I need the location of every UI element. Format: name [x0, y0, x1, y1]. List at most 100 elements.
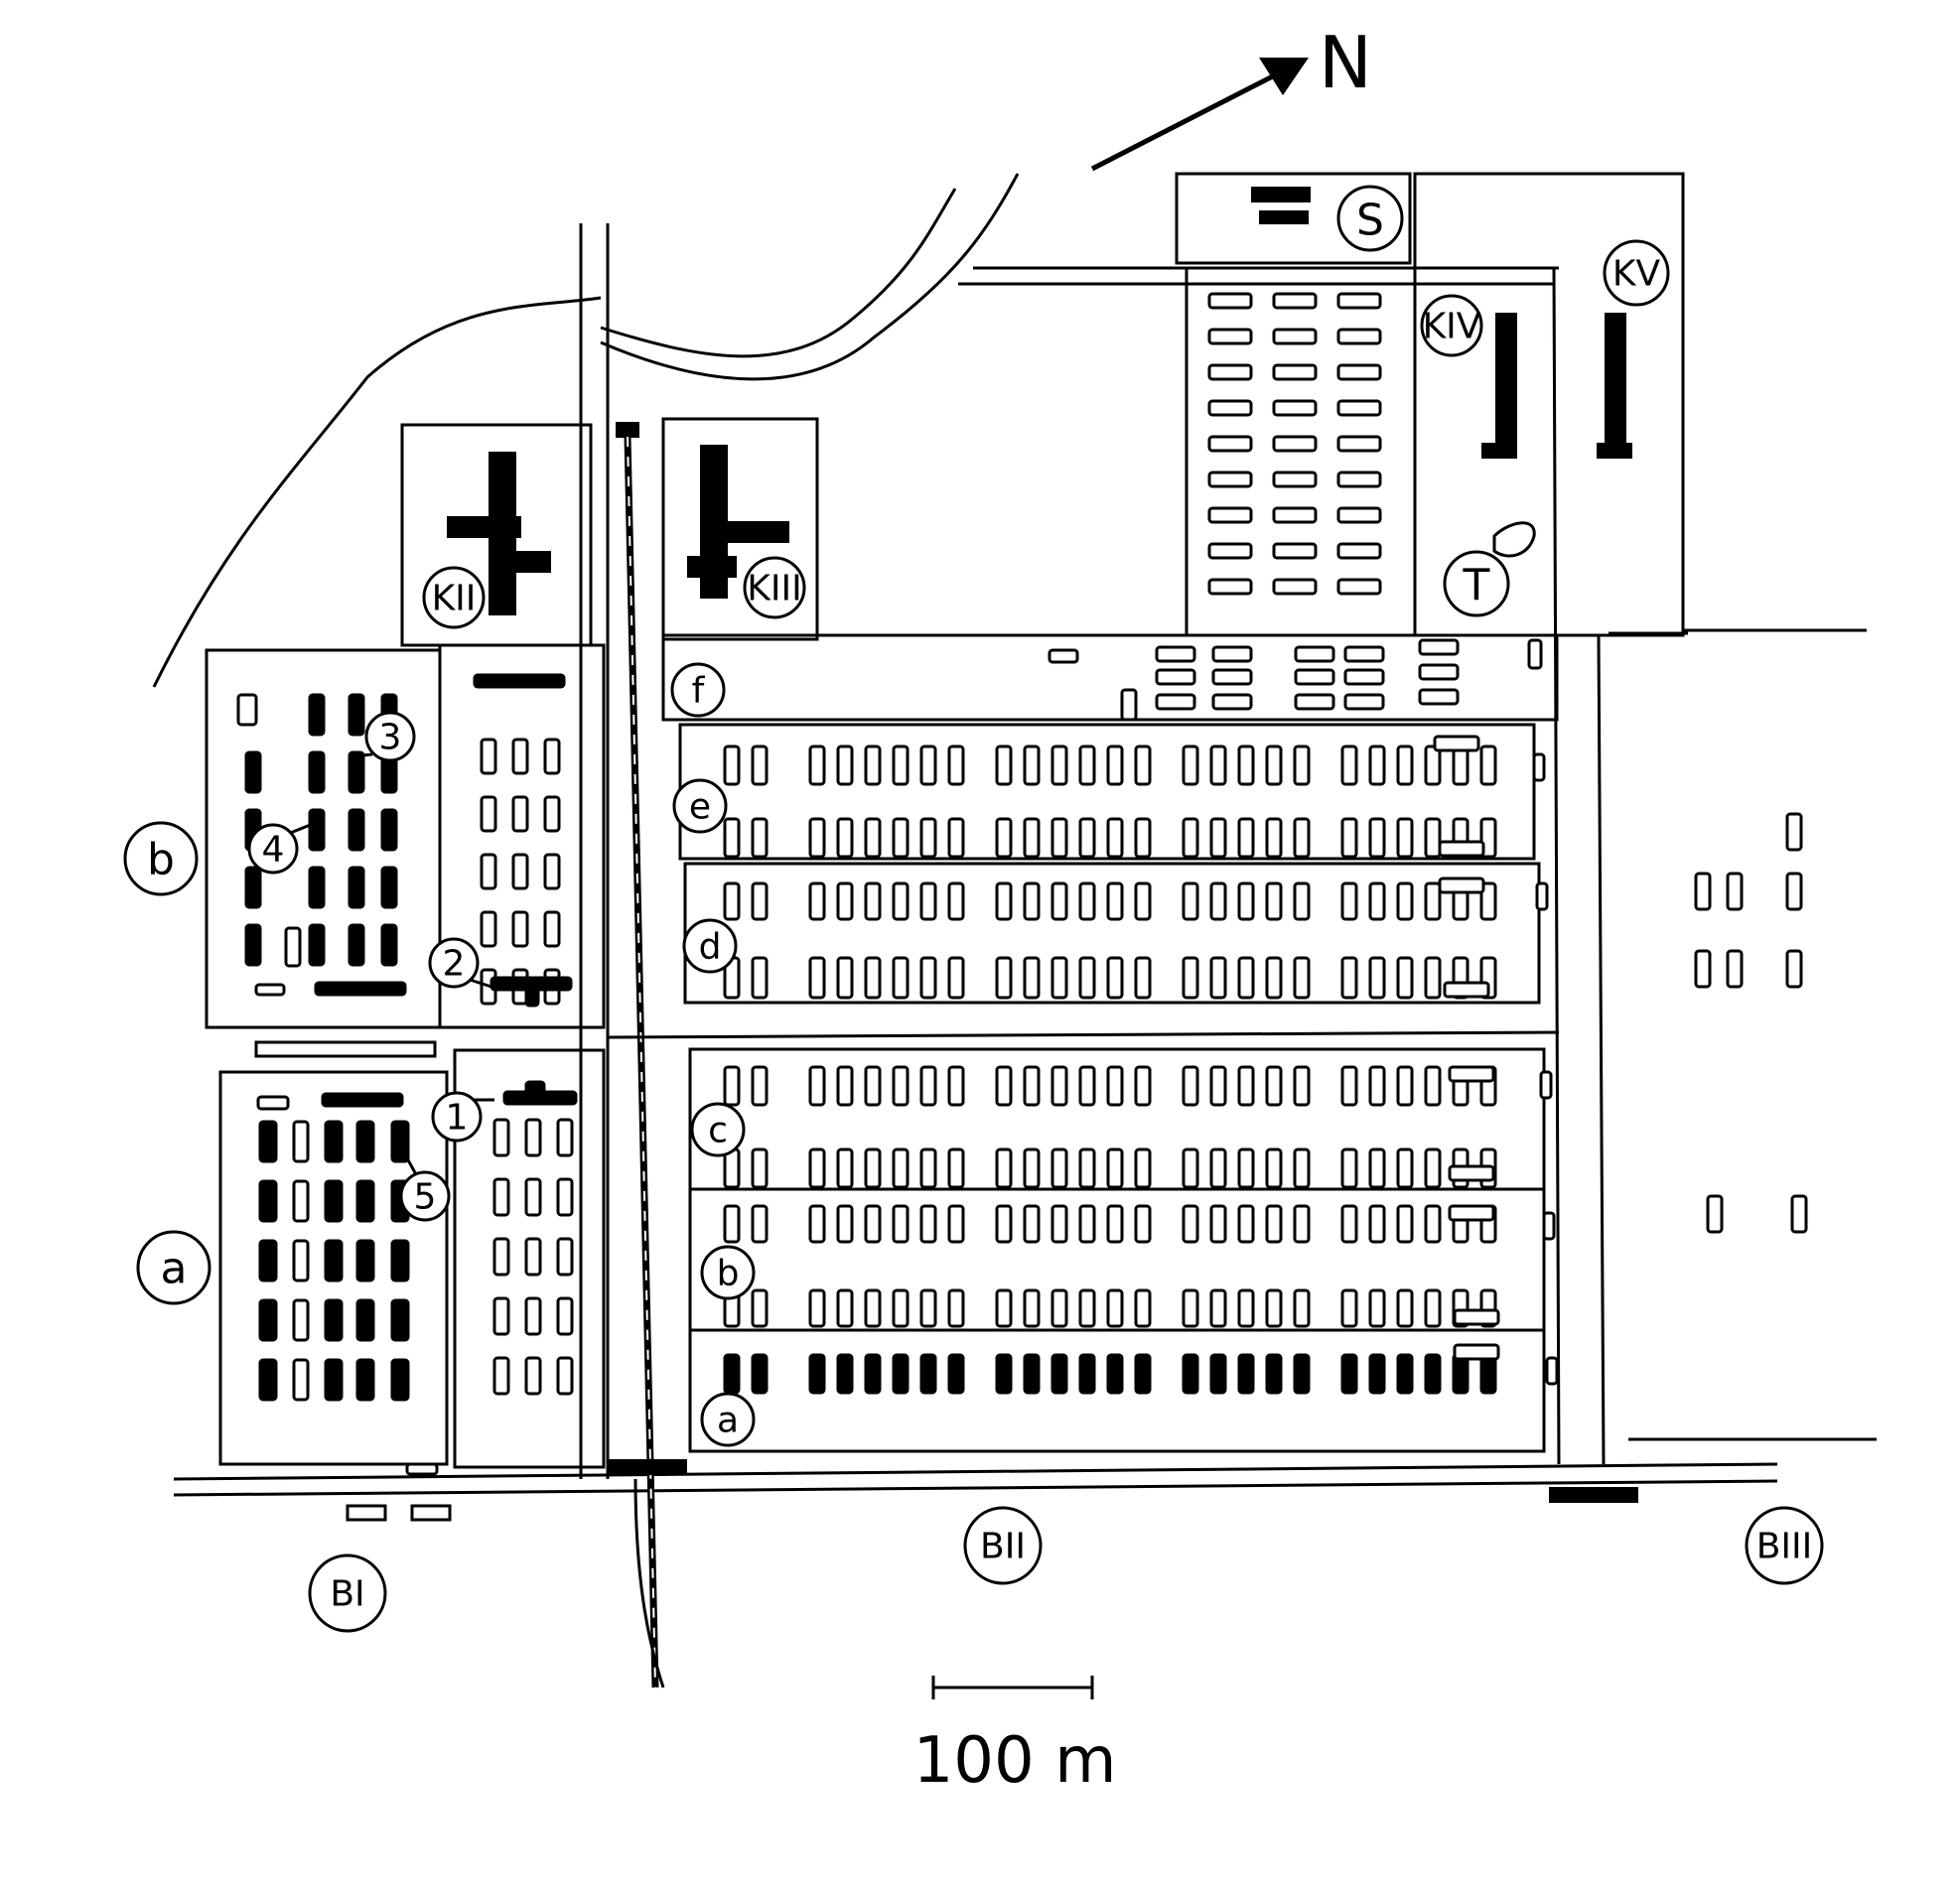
marker-3-label: 3 [379, 718, 402, 758]
bi-b-barrack [244, 866, 262, 909]
bii-barrack [1237, 744, 1255, 786]
bii-barrack [1396, 744, 1414, 786]
bii-barrack [1078, 1288, 1096, 1328]
rail-gate-block [608, 1459, 687, 1475]
bii-barrack [1209, 1288, 1227, 1328]
bii-barrack [1293, 1204, 1311, 1244]
bi-b-barrack [348, 808, 365, 852]
bi-a-east-barrack [492, 1296, 510, 1336]
bii-f-barrack [1155, 693, 1196, 711]
bi-a-barrack [258, 1358, 278, 1402]
bi-b-barrack [244, 923, 262, 967]
bii-barrack [1050, 1353, 1068, 1395]
bii-barrack [836, 1065, 854, 1107]
bii-barrack [1023, 744, 1041, 786]
bii-barrack [995, 1065, 1013, 1107]
river-curves [152, 173, 1020, 688]
crematorium-iv-building-h [1481, 443, 1517, 459]
bii-barrack [751, 1353, 769, 1395]
bii-e-label: e [689, 787, 711, 828]
bi-a-east-fence [453, 1048, 606, 1469]
bii-barrack [1050, 744, 1068, 786]
bii-barrack [1396, 1353, 1414, 1395]
bii-b-label: b [717, 1254, 740, 1294]
bii-barrack [1134, 1065, 1152, 1107]
kanada-barrack [1336, 542, 1382, 560]
bii-barrack [808, 744, 826, 786]
bii-barrack [947, 1353, 965, 1395]
bii-barrack [1293, 1288, 1311, 1328]
bi-a-east-barrack [556, 1237, 574, 1277]
bii-barrack [1293, 956, 1311, 1000]
bi-b-barrack [244, 750, 262, 794]
bii-barrack [1078, 881, 1096, 921]
bi-a-east-barrack [524, 1177, 542, 1217]
facility-t-label: T [1463, 561, 1490, 611]
bii-barrack [864, 1353, 882, 1395]
bii-barrack [836, 817, 854, 859]
bii-barrack [995, 817, 1013, 859]
bii-annex [1438, 840, 1485, 858]
bi-b-barrack [348, 866, 365, 909]
bii-f-fence [661, 633, 1559, 722]
bii-barrack [1452, 1353, 1470, 1395]
bii-barrack [1078, 1353, 1096, 1395]
bii-barrack [919, 817, 937, 859]
bii-barrack [1265, 881, 1283, 921]
bi-b-barrack [348, 923, 365, 967]
bii-barrack [1134, 744, 1152, 786]
bi-b-east-barrack [543, 795, 561, 833]
kanada-barrack [1207, 363, 1253, 381]
bii-barrack [1424, 744, 1442, 786]
bii-barrack [723, 744, 741, 786]
crematorium-iv-marker [1420, 294, 1483, 357]
north-label: N [1319, 21, 1372, 104]
bii-barrack [864, 1065, 882, 1107]
bi-a-barrack-outline [292, 1179, 310, 1223]
bii-barrack [1182, 744, 1199, 786]
bii-barrack [1237, 817, 1255, 859]
kanada-barrack [1272, 542, 1318, 560]
biii-barrack [1785, 949, 1803, 989]
marker-5-label: 5 [414, 1177, 437, 1218]
bii-barrack [1237, 1204, 1255, 1244]
bii-barrack [1134, 1288, 1152, 1328]
bi-b-east-barrack [511, 910, 529, 948]
crematorium-iii-fence [661, 417, 819, 641]
bii-f-barrack [1343, 645, 1385, 663]
crematorium-iii-compound: KIII [661, 417, 819, 641]
kanada-barrack [1272, 292, 1318, 310]
marker-3 [364, 711, 416, 762]
section-bii-marker [963, 1506, 1043, 1585]
bii-barrack [919, 1065, 937, 1107]
bii-barrack [1078, 744, 1096, 786]
bii-barrack [1106, 1353, 1124, 1395]
north-arrow-head-icon [1259, 58, 1309, 95]
bii-f-marker [670, 662, 726, 718]
bii-barrack [1293, 1353, 1311, 1395]
biii-barrack [1726, 949, 1744, 989]
bii-barrack [723, 817, 741, 859]
bii-barrack [808, 1288, 826, 1328]
bii-barrack [892, 1288, 910, 1328]
bi-a-barrack [355, 1179, 375, 1223]
bii-barrack [1368, 881, 1386, 921]
bi-a-barrack [324, 1179, 344, 1223]
bii-barrack [1368, 744, 1386, 786]
bi-b-barrack-outline [236, 693, 258, 727]
bi-b-east-barrack [511, 853, 529, 890]
bii-barrack [1209, 744, 1227, 786]
kanada-barracks [1207, 292, 1382, 596]
bii-d-fence [683, 862, 1541, 1005]
bii-barrack [1396, 1065, 1414, 1107]
bii-barrack [947, 1148, 965, 1189]
marker-1 [431, 1091, 483, 1143]
bii-barrack [751, 956, 769, 1000]
bii-barrack [1182, 1148, 1199, 1189]
crematorium-ii-building-h [447, 516, 521, 538]
bi-b-east-barrack [480, 910, 497, 948]
east-road-w [1552, 267, 1561, 1465]
bii-barrack [919, 1204, 937, 1244]
bii-barrack [1023, 1065, 1041, 1107]
bi-b-east-barrack [543, 853, 561, 890]
